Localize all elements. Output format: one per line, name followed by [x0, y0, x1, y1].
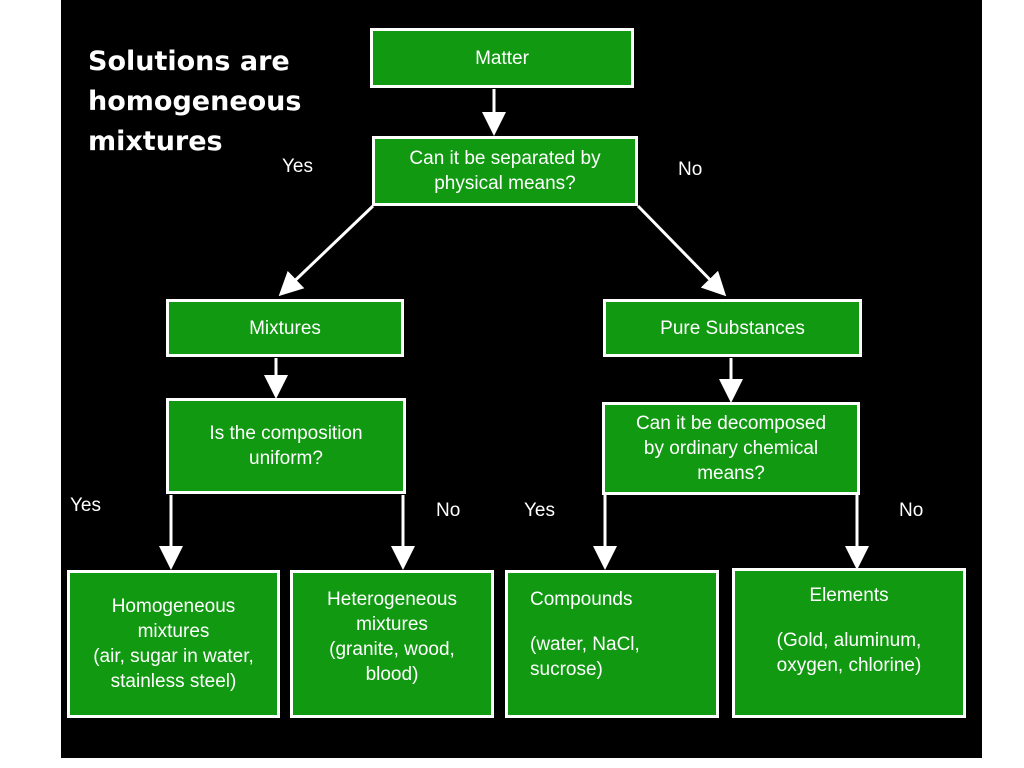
node-question-decompose-label: Can it be decomposed by ordinary chemica…: [635, 413, 827, 484]
node-question-physical-label: Can it be separated by physical means?: [409, 148, 601, 194]
node-compounds-title: Compounds: [530, 589, 633, 610]
node-question-physical: Can it be separated by physical means?: [372, 136, 638, 206]
node-elements-title: Elements: [809, 585, 889, 606]
node-heterogeneous-examples: (granite, wood, blood): [329, 639, 455, 685]
node-homogeneous-mixtures: Homogeneous mixtures (air, sugar in wate…: [67, 570, 280, 718]
node-homogeneous-examples: (air, sugar in water, stainless steel): [93, 646, 254, 692]
node-question-uniform-label: Is the composition uniform?: [209, 423, 363, 469]
node-homogeneous-title: Homogeneous mixtures: [111, 596, 236, 642]
slide-heading: Solutions are homogeneous mixtures: [88, 46, 302, 157]
node-compounds-examples: (water, NaCl, sucrose): [530, 634, 640, 680]
node-elements-examples: (Gold, aluminum, oxygen, chlorine): [776, 630, 922, 676]
node-question-uniform: Is the composition uniform?: [166, 398, 406, 494]
node-matter-label: Matter: [475, 47, 529, 69]
label-decompose-yes: Yes: [524, 500, 555, 521]
label-physical-yes: Yes: [282, 156, 313, 177]
arrow-question-to-pure: [636, 204, 727, 297]
label-decompose-no: No: [899, 500, 924, 521]
arrow-question-to-mixtures: [278, 204, 375, 297]
node-heterogeneous-title: Heterogeneous mixtures: [327, 589, 457, 635]
node-matter: Matter: [370, 28, 634, 88]
node-mixtures-label: Mixtures: [249, 317, 321, 339]
node-question-decompose: Can it be decomposed by ordinary chemica…: [602, 402, 860, 495]
node-compounds: Compounds (water, NaCl, sucrose): [505, 570, 719, 718]
label-uniform-no: No: [436, 500, 461, 521]
node-pure-substances-label: Pure Substances: [660, 317, 805, 339]
node-pure-substances: Pure Substances: [603, 299, 862, 357]
label-physical-no: No: [678, 159, 703, 180]
node-mixtures: Mixtures: [166, 299, 404, 357]
node-elements: Elements (Gold, aluminum, oxygen, chlori…: [732, 568, 966, 718]
node-heterogeneous-mixtures: Heterogeneous mixtures (granite, wood, b…: [290, 570, 494, 718]
label-uniform-yes: Yes: [70, 495, 101, 516]
